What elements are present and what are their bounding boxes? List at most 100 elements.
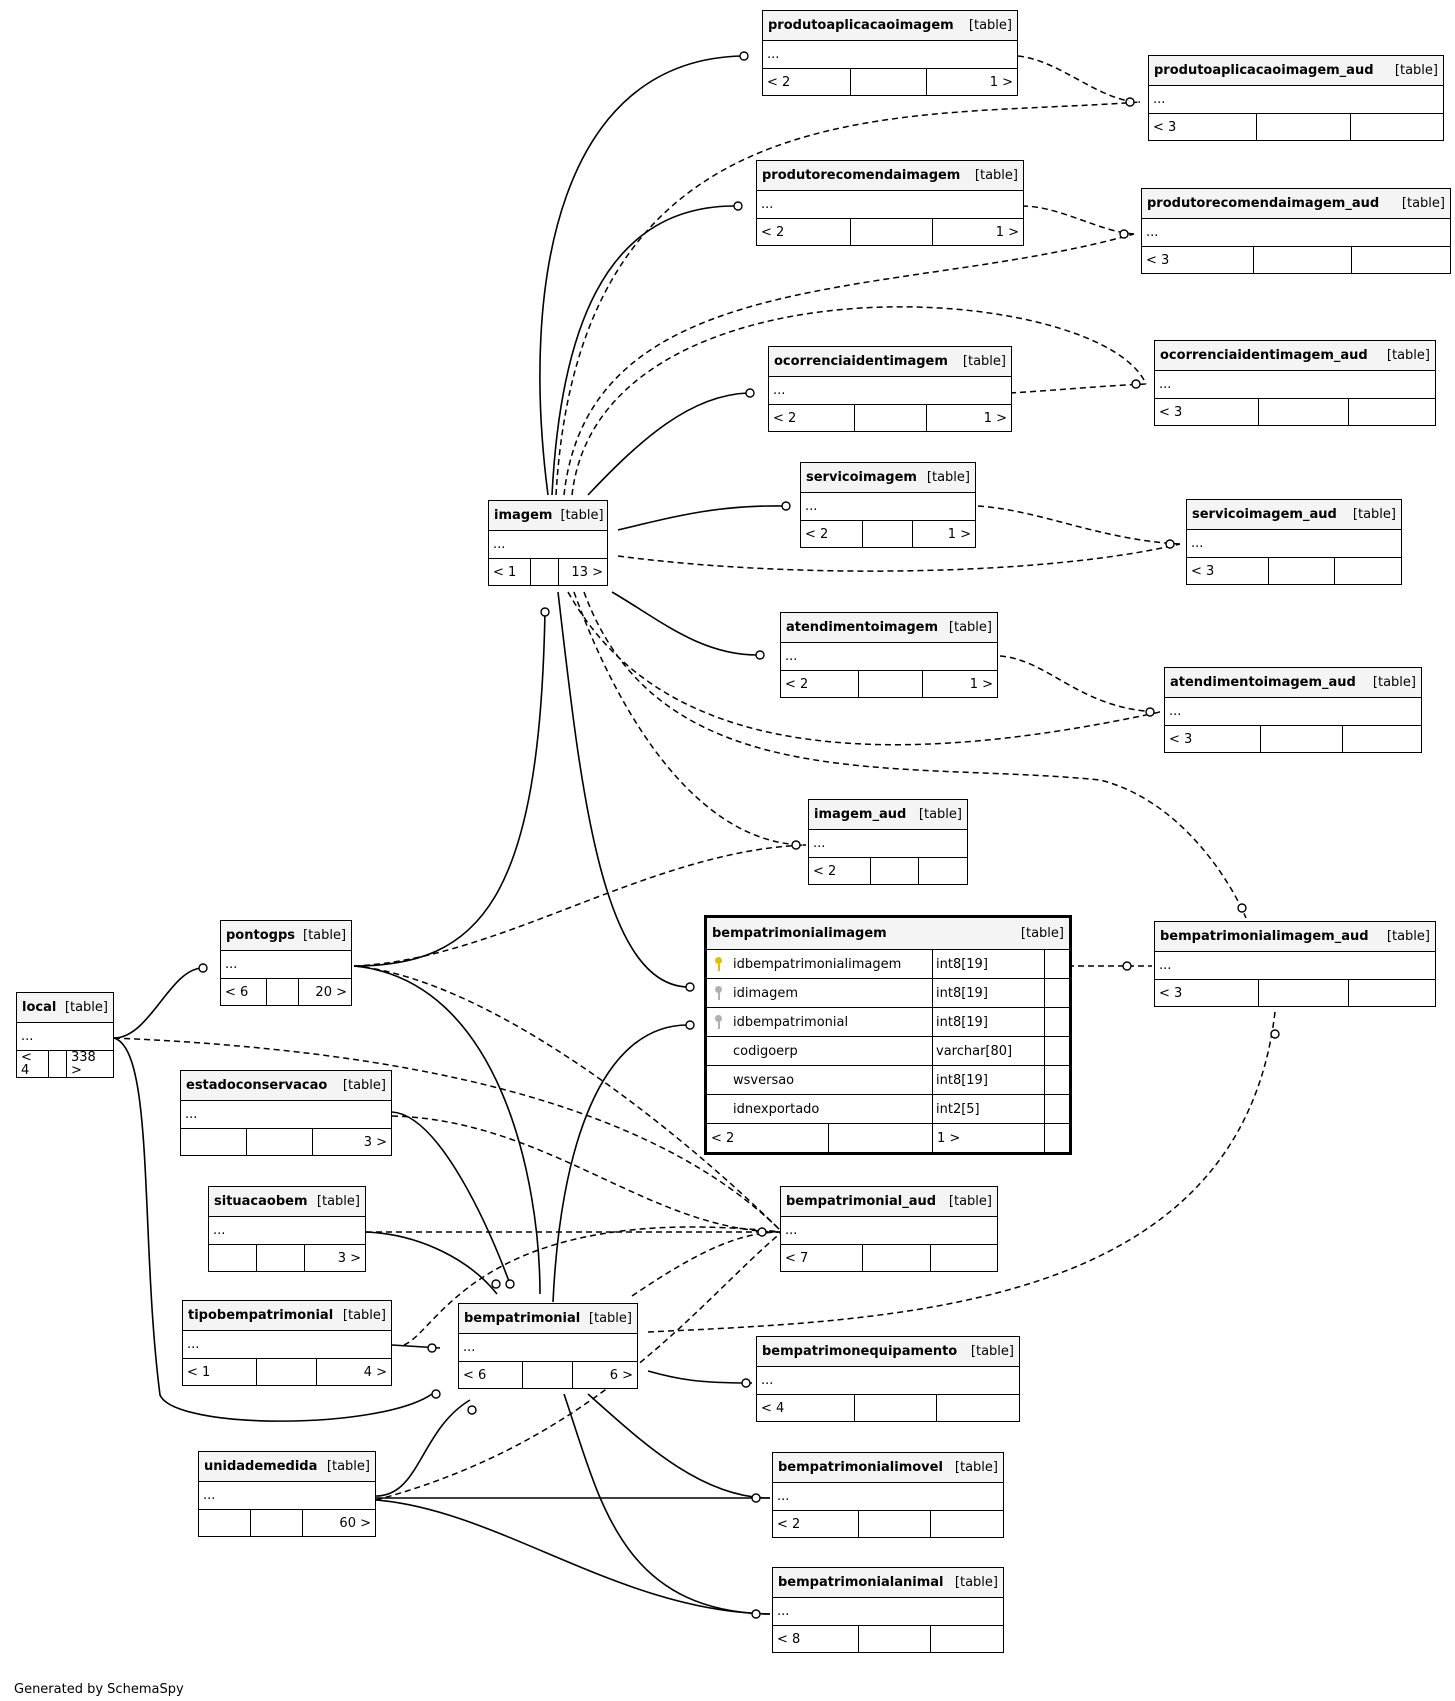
children-count[interactable] bbox=[931, 1511, 1003, 1537]
table-name[interactable]: produtorecomendaimagem_aud bbox=[1147, 196, 1380, 211]
parents-count[interactable]: < 7 bbox=[781, 1245, 863, 1271]
table-name[interactable]: bempatrimonial bbox=[464, 1311, 581, 1326]
table-name[interactable]: bempatrimonialimagem_aud bbox=[1160, 929, 1369, 944]
children-count[interactable]: 1 > bbox=[989, 74, 1013, 90]
table-name[interactable]: produtorecomendaimagem bbox=[762, 168, 961, 183]
table-situacaobem[interactable]: situacaobem[table] ... 3 > bbox=[208, 1186, 366, 1272]
children-count[interactable]: 338 > bbox=[71, 1050, 96, 1078]
table-name[interactable]: produtoaplicacaoimagem bbox=[768, 18, 954, 33]
field-row-idbempatrimonialimagem[interactable]: idbempatrimonialimagem int8[19] bbox=[707, 950, 1069, 979]
children-count[interactable] bbox=[1335, 558, 1401, 584]
children-count[interactable]: 1 > bbox=[933, 1124, 1045, 1152]
parents-count[interactable]: < 2 bbox=[763, 69, 851, 95]
children-count[interactable] bbox=[931, 1626, 1003, 1652]
children-count[interactable]: 3 > bbox=[337, 1250, 361, 1266]
children-count[interactable]: 60 > bbox=[339, 1515, 371, 1531]
table-bempatrimonialimovel[interactable]: bempatrimonialimovel[table] ... < 2 bbox=[772, 1452, 1004, 1538]
table-name[interactable]: produtoaplicacaoimagem_aud bbox=[1154, 63, 1374, 78]
parents-count[interactable]: < 6 bbox=[221, 979, 267, 1005]
parents-count[interactable]: < 2 bbox=[801, 521, 863, 547]
field-row-idbempatrimonial[interactable]: idbempatrimonial int8[19] bbox=[707, 1008, 1069, 1037]
table-name[interactable]: bempatrimonialimovel bbox=[778, 1460, 943, 1475]
parents-count[interactable]: < 2 bbox=[809, 858, 871, 884]
table-name[interactable]: local bbox=[22, 1000, 57, 1015]
table-name[interactable]: imagem bbox=[494, 508, 553, 523]
children-count[interactable]: 1 > bbox=[969, 676, 993, 692]
table-name[interactable]: servicoimagem bbox=[806, 470, 917, 485]
table-servicoimagem-aud[interactable]: servicoimagem_aud[table] ... < 3 bbox=[1186, 499, 1402, 585]
children-count[interactable]: 13 > bbox=[571, 564, 603, 580]
table-name[interactable]: estadoconservacao bbox=[186, 1078, 328, 1093]
parents-count[interactable]: < 2 bbox=[757, 219, 851, 245]
children-count[interactable] bbox=[919, 858, 967, 884]
children-count[interactable] bbox=[937, 1395, 1019, 1421]
children-count[interactable]: 1 > bbox=[995, 224, 1019, 240]
table-name[interactable]: atendimentoimagem bbox=[786, 620, 939, 635]
parents-count[interactable]: < 3 bbox=[1165, 726, 1261, 752]
parents-count[interactable]: < 4 bbox=[757, 1395, 855, 1421]
parents-count[interactable]: < 1 bbox=[489, 559, 531, 585]
table-name[interactable]: ocorrenciaidentimagem bbox=[774, 354, 948, 369]
field-row-idimagem[interactable]: idimagem int8[19] bbox=[707, 979, 1069, 1008]
children-count[interactable]: 1 > bbox=[983, 410, 1007, 426]
children-count[interactable] bbox=[1351, 114, 1443, 140]
parents-count[interactable]: < 6 bbox=[459, 1362, 523, 1388]
table-ocorrenciaidentimagem-aud[interactable]: ocorrenciaidentimagem_aud[table] ... < 3 bbox=[1154, 340, 1436, 426]
table-name[interactable]: bempatrimonequipamento bbox=[762, 1344, 958, 1359]
children-count[interactable] bbox=[1352, 247, 1450, 273]
table-name[interactable]: servicoimagem_aud bbox=[1192, 507, 1337, 522]
parents-count[interactable]: < 3 bbox=[1142, 247, 1254, 273]
parents-count[interactable] bbox=[209, 1245, 257, 1271]
children-count[interactable] bbox=[1349, 399, 1435, 425]
parents-count[interactable]: < 2 bbox=[781, 671, 859, 697]
table-bempatrimonialanimal[interactable]: bempatrimonialanimal[table] ... < 8 bbox=[772, 1567, 1004, 1653]
table-bempatrimonialimagem[interactable]: bempatrimonialimagem[table] idbempatrimo… bbox=[704, 915, 1072, 1155]
parents-count[interactable]: < 2 bbox=[773, 1511, 859, 1537]
table-atendimentoimagem-aud[interactable]: atendimentoimagem_aud[table] ... < 3 bbox=[1164, 667, 1422, 753]
children-count[interactable]: 4 > bbox=[363, 1364, 387, 1380]
table-unidademedida[interactable]: unidademedida[table] ... 60 > bbox=[198, 1451, 376, 1537]
table-imagem-aud[interactable]: imagem_aud[table] ... < 2 bbox=[808, 799, 968, 885]
parents-count[interactable]: < 8 bbox=[773, 1626, 859, 1652]
parents-count[interactable] bbox=[181, 1129, 247, 1155]
parents-count[interactable]: < 3 bbox=[1155, 980, 1259, 1006]
parents-count[interactable]: < 4 bbox=[17, 1051, 49, 1077]
parents-count[interactable] bbox=[199, 1510, 251, 1536]
field-row-idnexportado[interactable]: idnexportado int2[5] bbox=[707, 1095, 1069, 1124]
children-count[interactable] bbox=[1349, 980, 1435, 1006]
parents-count[interactable]: < 3 bbox=[1187, 558, 1269, 584]
table-name[interactable]: bempatrimonialanimal bbox=[778, 1575, 944, 1590]
table-bempatrimonialimagem-aud[interactable]: bempatrimonialimagem_aud[table] ... < 3 bbox=[1154, 921, 1436, 1007]
table-bempatrimonial-aud[interactable]: bempatrimonial_aud[table] ... < 7 bbox=[780, 1186, 998, 1272]
parents-count[interactable]: < 1 bbox=[183, 1359, 257, 1385]
children-count[interactable] bbox=[931, 1245, 997, 1271]
table-name[interactable]: atendimentoimagem_aud bbox=[1170, 675, 1356, 690]
children-count[interactable]: 20 > bbox=[315, 984, 347, 1000]
table-name[interactable]: bempatrimonialimagem bbox=[712, 926, 887, 941]
table-bempatrimonequipamento[interactable]: bempatrimonequipamento[table] ... < 4 bbox=[756, 1336, 1020, 1422]
parents-count[interactable]: < 2 bbox=[769, 405, 855, 431]
table-produtorecomendaimagem-aud[interactable]: produtorecomendaimagem_aud[table] ... < … bbox=[1141, 188, 1451, 274]
table-name[interactable]: tipobempatrimonial bbox=[188, 1308, 334, 1323]
children-count[interactable]: 3 > bbox=[363, 1134, 387, 1150]
parents-count[interactable]: < 2 bbox=[707, 1124, 829, 1152]
table-name[interactable]: ocorrenciaidentimagem_aud bbox=[1160, 348, 1368, 363]
parents-count[interactable]: < 3 bbox=[1155, 399, 1259, 425]
children-count[interactable]: 6 > bbox=[609, 1367, 633, 1383]
parents-count[interactable]: < 3 bbox=[1149, 114, 1257, 140]
table-estadoconservacao[interactable]: estadoconservacao[table] ... 3 > bbox=[180, 1070, 392, 1156]
children-count[interactable]: 1 > bbox=[947, 526, 971, 542]
table-name[interactable]: unidademedida bbox=[204, 1459, 318, 1474]
children-count[interactable] bbox=[1343, 726, 1421, 752]
field-row-wsversao[interactable]: wsversao int8[19] bbox=[707, 1066, 1069, 1095]
table-name[interactable]: pontogps bbox=[226, 928, 295, 943]
table-produtoaplicacaoimagem-aud[interactable]: produtoaplicacaoimagem_aud[table] ... < … bbox=[1148, 55, 1444, 141]
